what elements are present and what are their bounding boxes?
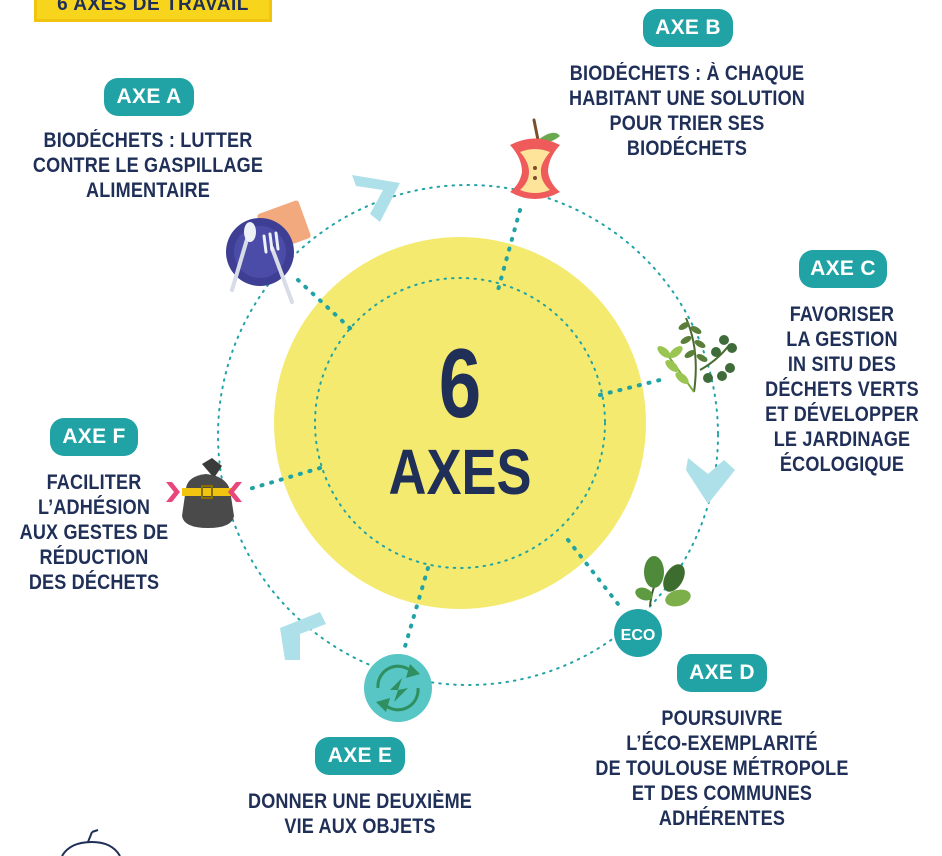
- axe-a-line: CONTRE LE GASPILLAGE: [32, 154, 264, 177]
- axe-e-line: DONNER UNE DEUXIÈME: [247, 790, 473, 813]
- axe-f-pill: AXE F: [50, 418, 138, 456]
- axe-c-line: DÉCHETS VERTS: [765, 378, 919, 401]
- axe-b-description: BIODÉCHETS : À CHAQUE HABITANT UNE SOLUT…: [554, 61, 821, 161]
- title-banner: 6 AXES DE TRAVAIL: [34, 0, 272, 22]
- connector-b: [496, 208, 522, 292]
- center-word: AXES: [388, 436, 532, 508]
- recycle-icon: [364, 654, 432, 722]
- axe-c-description: FAVORISER LA GESTION IN SITU DES DÉCHETS…: [756, 302, 928, 477]
- axe-c-pill: AXE C: [799, 250, 887, 288]
- plate-cutlery-icon: [226, 200, 311, 304]
- apple-outline-icon: [61, 829, 121, 856]
- apple-core-icon: [510, 118, 560, 199]
- eco-badge-text: ECO: [621, 627, 656, 644]
- trash-bag-icon: [166, 458, 242, 528]
- center-number: 6: [438, 328, 482, 438]
- axe-f-line: DES DÉCHETS: [28, 571, 160, 594]
- axe-d-line: ET DES COMMUNES: [631, 782, 813, 805]
- axe-c-line: LA GESTION: [786, 328, 898, 351]
- axe-e-line: VIE AUX OBJETS: [284, 815, 436, 838]
- axe-a-line: BIODÉCHETS : LUTTER: [43, 129, 253, 152]
- axe-f-line: FACILITER: [46, 471, 142, 494]
- eco-badge: ECO: [614, 609, 662, 657]
- connector-c: [598, 378, 662, 397]
- axe-d-line: POURSUIVRE: [661, 707, 783, 730]
- axe-c-line: FAVORISER: [789, 303, 895, 326]
- axe-c-line: IN SITU DES: [787, 353, 897, 376]
- axe-f-line: L’ADHÉSION: [37, 496, 151, 519]
- axe-d-line: ADHÉRENTES: [658, 807, 786, 830]
- axe-f-description: FACILITER L’ADHÉSION AUX GESTES DE RÉDUC…: [13, 470, 175, 595]
- axe-a-pill: AXE A: [104, 78, 194, 116]
- axe-b-line: BIODÉCHETS: [626, 137, 748, 160]
- eco-leaves-icon: [635, 556, 691, 607]
- axe-c-line: LE JARDINAGE: [773, 428, 911, 451]
- plants-icon: [657, 317, 737, 393]
- axe-d-line: L’ÉCO-EXEMPLARITÉ: [626, 732, 818, 755]
- axe-b-line: BIODÉCHETS : À CHAQUE: [569, 62, 805, 85]
- center-circle: [274, 237, 646, 609]
- connector-f: [244, 466, 322, 492]
- axe-d-pill: AXE D: [677, 654, 767, 692]
- connector-e: [402, 566, 430, 652]
- axe-b-pill: AXE B: [643, 9, 733, 47]
- axe-b-line: POUR TRIER SES: [609, 112, 765, 135]
- connector-d: [566, 538, 620, 606]
- chevron-bottom-left: [280, 612, 326, 660]
- axe-f-line: RÉDUCTION: [39, 546, 149, 569]
- chevron-right: [686, 458, 735, 504]
- axe-e-pill: AXE E: [315, 737, 405, 775]
- axe-a-description: BIODÉCHETS : LUTTER CONTRE LE GASPILLAGE…: [21, 128, 276, 203]
- axe-b-line: HABITANT UNE SOLUTION: [568, 87, 806, 110]
- connector-a: [296, 278, 354, 332]
- axe-e-description: DONNER UNE DEUXIÈME VIE AUX OBJETS: [231, 789, 489, 839]
- axe-c-line: ET DÉVELOPPER: [765, 403, 919, 426]
- axe-f-line: AUX GESTES DE: [19, 521, 169, 544]
- outer-dotted-ring: [217, 184, 719, 686]
- axe-a-line: ALIMENTAIRE: [86, 179, 210, 202]
- inner-dotted-ring: [314, 277, 606, 569]
- axe-d-line: DE TOULOUSE MÉTROPOLE: [595, 757, 849, 780]
- axe-d-description: POURSUIVRE L’ÉCO-EXEMPLARITÉ DE TOULOUSE…: [588, 706, 856, 831]
- chevron-top-left: [352, 175, 400, 222]
- axe-c-line: ÉCOLOGIQUE: [779, 453, 905, 476]
